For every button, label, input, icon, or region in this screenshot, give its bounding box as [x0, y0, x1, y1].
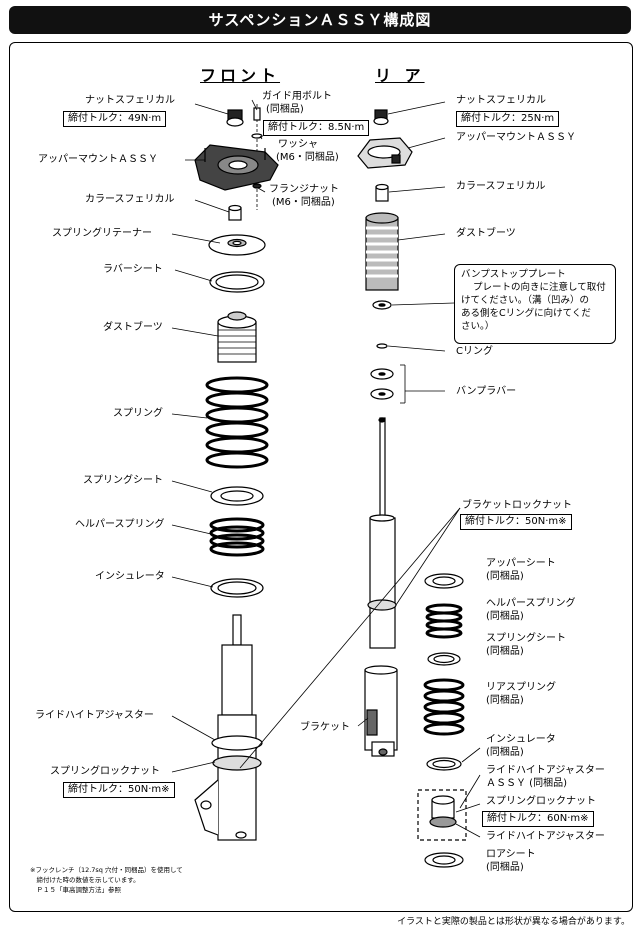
rear-upper-mount-label: アッパーマウントＡＳＳＹ — [456, 132, 576, 143]
bump-stop-plate-callout: バンプストッププレート プレートの向きに注意して取付 けてください。（溝（凹み）… — [454, 264, 616, 344]
rear-dust-boot-label: ダストブーツ — [456, 228, 516, 239]
front-upper-mount-part — [194, 144, 279, 191]
rear-nut-torque-box: 締付トルク：25N·m — [456, 111, 560, 127]
rear-ride-height-label: ライドハイトアジャスター — [486, 765, 605, 776]
front-lock-torque-box: 締付トルク：50N·m※ — [63, 782, 175, 798]
rear-lock-nut-label: スプリングロックナット — [486, 796, 596, 807]
front-ride-height-label: ライドハイトアジャスター — [35, 710, 154, 721]
rear-insulator-part — [426, 757, 462, 771]
front-nut-label: ナットスフェリカル — [85, 95, 175, 106]
section-rear-heading: リ ア — [375, 66, 425, 85]
rear-ride-height-part — [417, 789, 467, 841]
front-dust-boot-label: ダストブーツ — [103, 322, 163, 333]
front-flange-nut-note: (M6・同梱品) — [272, 197, 335, 208]
front-upper-mount-label: アッパーマウントＡＳＳＹ — [38, 154, 158, 165]
rear-bump-rubber-label: バンプラバー — [456, 386, 517, 397]
rear-lower-seat-label: ライドハイトアジャスター — [486, 831, 605, 842]
front-helper-spring-part — [209, 517, 265, 557]
front-guide-torque-box: 締付トルク：8.5N·m — [263, 120, 370, 136]
rear-spring-note: (同梱品) — [486, 695, 524, 706]
rear-bump-plate-part — [372, 300, 392, 310]
front-washer-label: ワッシャ — [278, 139, 318, 150]
front-lock-nut-label: スプリングロックナット — [50, 766, 160, 777]
rear-spring-seat-note: (同梱品) — [486, 646, 524, 657]
front-rubber-seat-label: ラバーシート — [103, 264, 163, 275]
rear-helper-spring-part — [425, 603, 463, 639]
rear-nut-part — [373, 109, 389, 126]
bump-stop-plate-note-4: さい。） — [461, 321, 495, 332]
front-dust-boot-part — [217, 311, 257, 363]
front-collar-part — [228, 204, 242, 221]
front-insulator-label: インシュレータ — [95, 571, 165, 582]
rear-collar-label: カラースフェリカル — [456, 181, 546, 192]
rear-spring-seat-part — [427, 652, 461, 666]
front-collar-label: カラースフェリカル — [85, 194, 175, 205]
rear-upper-seat-label: アッパーシート — [486, 558, 556, 569]
front-nut-part — [226, 109, 244, 127]
footnote-line-3: Ｐ１５「車高調整方法」参照 — [30, 886, 122, 894]
rear-c-ring-part — [376, 343, 388, 349]
front-spring-label: スプリング — [113, 408, 163, 419]
front-flange-nut-label: フランジナット — [269, 184, 339, 195]
rear-bracket-part — [364, 665, 398, 757]
bump-stop-plate-note-1: プレートの向きに注意して取付 — [473, 282, 606, 293]
rear-bracket-label: ブラケット — [300, 722, 350, 733]
front-shock-body-part — [194, 614, 263, 841]
front-washer-note: (M6・同梱品) — [276, 152, 339, 163]
rear-upper-seat-part — [424, 573, 464, 589]
front-insulator-part — [210, 578, 264, 598]
rear-upper-seat-note: (同梱品) — [486, 571, 524, 582]
front-retainer-part — [208, 234, 266, 256]
rear-insulator-label: インシュレータ — [486, 734, 556, 745]
rear-bracket-nut-label: ブラケットロックナット — [462, 500, 572, 511]
front-spring-seat-label: スプリングシート — [83, 475, 163, 486]
rear-ride-height-note: ＡＳＳＹ (同梱品) — [486, 778, 567, 789]
front-rubber-seat-part — [209, 271, 265, 293]
rear-helper-spring-label: ヘルパースプリング — [486, 598, 576, 609]
rear-lower-seat-label-2: ロアシート — [486, 849, 536, 860]
diagram-frame — [9, 42, 633, 912]
front-spring-part — [205, 376, 269, 469]
front-nut-torque-box: 締付トルク：49N·m — [63, 111, 167, 127]
rear-lock-torque-box: 締付トルク：60N·m※ — [482, 811, 594, 827]
rear-shock-body-part — [367, 417, 397, 649]
front-helper-spring-label: ヘルパースプリング — [75, 519, 165, 530]
rear-spring-label: リアスプリング — [486, 682, 556, 693]
front-retainer-label: スプリングリテーナー — [52, 228, 152, 239]
bump-stop-plate-note-2: けてください。（溝（凹み）の — [461, 295, 589, 306]
rear-lower-seat-note: (同梱品) — [486, 862, 524, 873]
rear-bracket-torque-box: 締付トルク：50N·m※ — [460, 514, 572, 530]
footnote-line-2: 締付けた時の数値を示しています。 — [30, 876, 140, 884]
front-spring-seat-part — [210, 486, 264, 506]
page-title: サスペンションＡＳＳＹ構成図 — [9, 6, 631, 34]
front-guide-bolt-note: (同梱品) — [266, 104, 304, 115]
rear-spring-part — [423, 678, 465, 736]
rear-lower-seat-part — [424, 852, 464, 868]
rear-nut-label: ナットスフェリカル — [456, 95, 546, 106]
rear-upper-mount-part — [357, 137, 413, 169]
bump-stop-plate-title: バンプストッププレート — [461, 269, 566, 280]
rear-helper-spring-note: (同梱品) — [486, 611, 524, 622]
section-front-heading: フロント — [200, 66, 281, 85]
rear-bump-rubber-part — [370, 368, 394, 400]
footnote-line-1: ※フックレンチ（12.7sq 穴付・同梱品）を使用して — [30, 866, 183, 874]
rear-spring-seat-label: スプリングシート — [486, 633, 566, 644]
bump-stop-plate-note-3: ある側をCリングに向けてくだ — [461, 308, 591, 319]
rear-dust-boot-part — [365, 212, 399, 291]
front-guide-bolt-label: ガイド用ボルト — [262, 91, 332, 102]
disclaimer: イラストと実際の製品とは形状が異なる場合があります。 — [397, 917, 630, 927]
rear-c-ring-label: Cリング — [456, 346, 493, 357]
rear-collar-part — [375, 183, 389, 202]
rear-insulator-note: (同梱品) — [486, 747, 524, 758]
